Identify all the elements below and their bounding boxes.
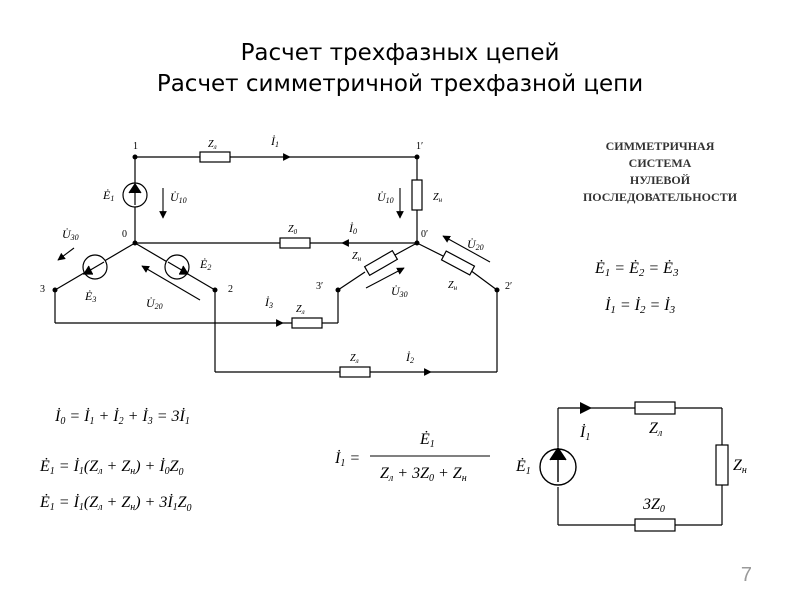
svg-text:Ė1: Ė1 — [419, 430, 435, 450]
label-e2: Ė2 — [199, 257, 211, 272]
svg-text:İ1=: İ1= — [334, 449, 360, 469]
label-zl-2: Zл — [350, 353, 359, 365]
equiv-3z0-resistor — [634, 518, 676, 532]
label-u10-right: U̇10 — [377, 190, 394, 205]
equiv-label-3z0: 3Z0 — [642, 496, 665, 515]
node-label-3p: 3′ — [316, 281, 323, 292]
equivalent-circuit — [557, 401, 729, 532]
symmetric-system-line-3: НУЛЕВОЙ — [629, 173, 691, 187]
equiv-label-i1: İ1 — [579, 423, 590, 443]
equiv-label-zn: Zн — [733, 457, 747, 476]
label-i0: İ0 — [348, 221, 357, 236]
label-i1: İ1 — [270, 134, 279, 149]
zn-resistor-3 — [363, 249, 399, 277]
label-zn-2: Zн — [448, 280, 458, 292]
symmetric-system-line-4: ПОСЛЕДОВАТЕЛЬНОСТИ — [582, 190, 738, 204]
equiv-label-zl: Zл — [649, 420, 663, 439]
node-label-3: 3 — [40, 284, 45, 295]
label-u30-right: U̇30 — [391, 284, 408, 299]
label-e3: Ė3 — [84, 289, 96, 304]
symmetric-system-line-2: СИСТЕМА — [628, 156, 692, 170]
label-e1: Ė1 — [102, 188, 114, 203]
label-i2: İ2 — [405, 350, 414, 365]
label-u20-right: U̇20 — [467, 237, 484, 252]
zn-resistor-2 — [440, 250, 476, 276]
zl-resistor-3 — [291, 317, 323, 329]
source-e2 — [164, 254, 190, 280]
zn-resistor-1 — [411, 179, 423, 211]
title-line-1: Расчет трехфазных цепей — [240, 40, 560, 66]
equation-fraction: İ1= Ė1 Zл + 3Z0 + Zн — [334, 430, 490, 484]
fraction-denominator: Z — [380, 465, 390, 482]
label-i3: İ3 — [264, 295, 273, 310]
fraction-lhs: İ — [334, 449, 341, 467]
equation-e1-b: Ė1 = İ1(Zл + Zн) + 3İ1Z0 — [39, 493, 192, 514]
label-zl-top: Zл — [208, 139, 217, 151]
node-label-2p: 2′ — [505, 281, 512, 292]
main-circuit — [54, 151, 498, 378]
equiv-zn-resistor — [715, 444, 729, 486]
equiv-label-e1: Ė1 — [515, 457, 531, 477]
label-u10-left: U̇10 — [170, 190, 187, 205]
fraction-numerator: Ė — [419, 430, 430, 448]
node-label-2: 2 — [228, 284, 233, 295]
equation-i-equal: İ1 = İ2 = İ3 — [604, 296, 676, 316]
label-zn-right: Zн — [433, 192, 443, 204]
label-u30-left: U̇30 — [62, 227, 79, 242]
node-label-0: 0 — [122, 229, 127, 240]
source-e3 — [82, 254, 108, 280]
node-label-0p: 0′ — [421, 229, 428, 240]
equation-i0: İ0 = İ1 + İ2 + İ3 = 3İ1 — [54, 407, 190, 427]
label-zn-3: Zн — [352, 251, 362, 263]
equation-e1-a: Ė1 = İ1(Zл + Zн) + İ0Z0 — [39, 457, 184, 478]
source-e1 — [122, 182, 148, 208]
z0-resistor — [279, 237, 311, 249]
zl-resistor-2 — [339, 366, 371, 378]
node-label-1p: 1′ — [416, 141, 423, 152]
page-number: 7 — [740, 564, 752, 586]
node-dots — [52, 154, 500, 293]
symmetric-system-line-1: СИММЕТРИЧНАЯ — [605, 139, 715, 153]
equiv-source-e1 — [539, 446, 577, 486]
label-u20-left: U̇20 — [146, 296, 163, 311]
svg-text:Zл + 3Z0 + Zн: Zл + 3Z0 + Zн — [380, 465, 467, 484]
equation-e-equal: Ė1 = Ė2 = Ė3 — [594, 259, 679, 279]
node-label-1: 1 — [133, 141, 138, 152]
title-line-2: Расчет симметричной трехфазной цепи — [156, 71, 644, 97]
circuit-arrows — [57, 153, 491, 376]
label-zl-3: Zл — [296, 304, 305, 316]
equiv-current-arrow — [580, 402, 592, 414]
label-z0: Z0 — [288, 224, 298, 236]
equiv-zl-resistor — [634, 401, 676, 415]
zl-resistor-1 — [199, 151, 231, 163]
